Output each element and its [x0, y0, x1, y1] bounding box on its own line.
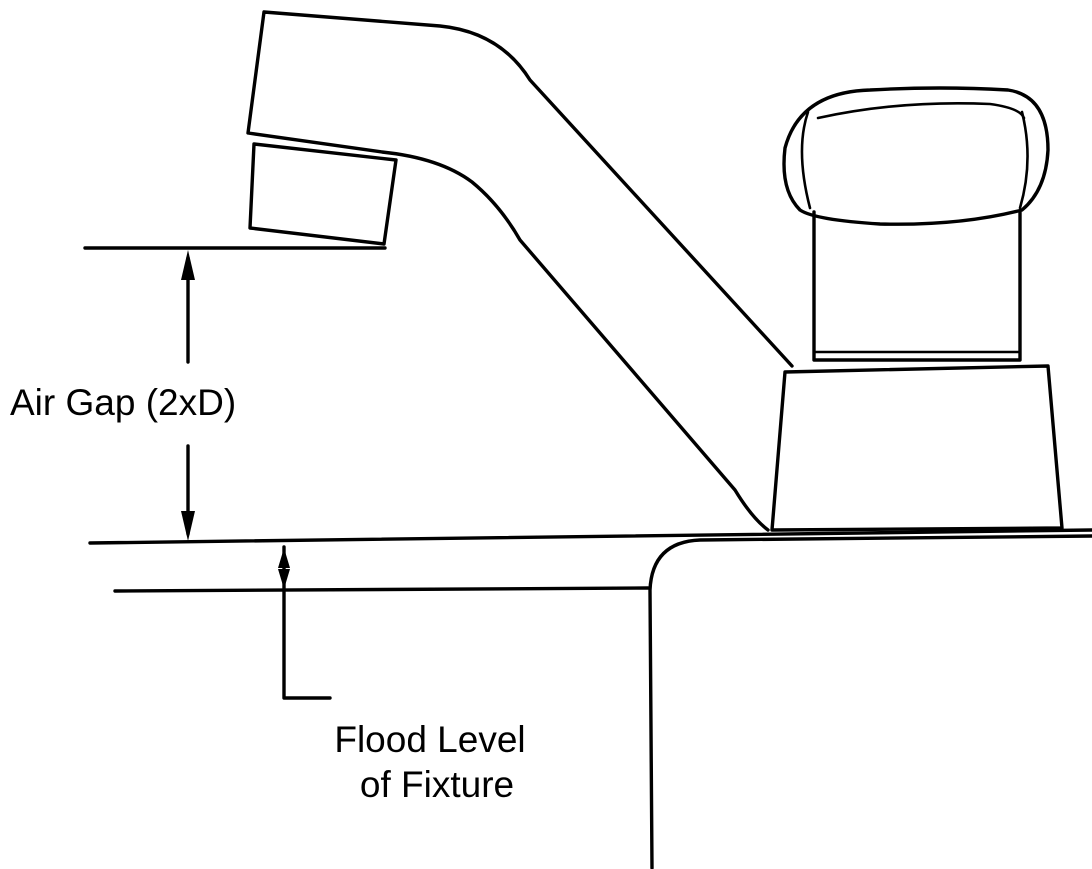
faucet-spout-outline [246, 10, 794, 532]
handle-cap-highlight [816, 101, 1026, 120]
sink-rim-icon [88, 528, 1092, 869]
handle-stem [812, 210, 1022, 362]
flood-level-line [113, 586, 650, 593]
faucet-icon [246, 10, 794, 532]
flood-level-leader-line [282, 545, 332, 700]
air-gap-label: Air Gap (2xD) [10, 382, 236, 423]
countertop-line [88, 528, 1092, 545]
air-gap-arrow-up [181, 250, 195, 280]
handle-cap [782, 86, 1050, 226]
sink-rim-edge [648, 534, 1092, 869]
air-gap-arrow-down [181, 511, 195, 541]
flood-level-label-line1: Flood Level [334, 719, 525, 760]
faucet-base [770, 364, 1064, 532]
faucet-handle-icon [770, 86, 1064, 532]
flood-level-label-line2: of Fixture [360, 764, 514, 805]
handle-cap-right-rib [1018, 110, 1029, 210]
handle-cap-left-rib [800, 110, 812, 210]
faucet-aerator [248, 142, 398, 246]
flood-level-arrow-down [278, 569, 290, 589]
air-gap-dimension [83, 246, 387, 541]
flood-level-arrow-up [278, 548, 290, 568]
flood-level-leader [278, 545, 332, 700]
